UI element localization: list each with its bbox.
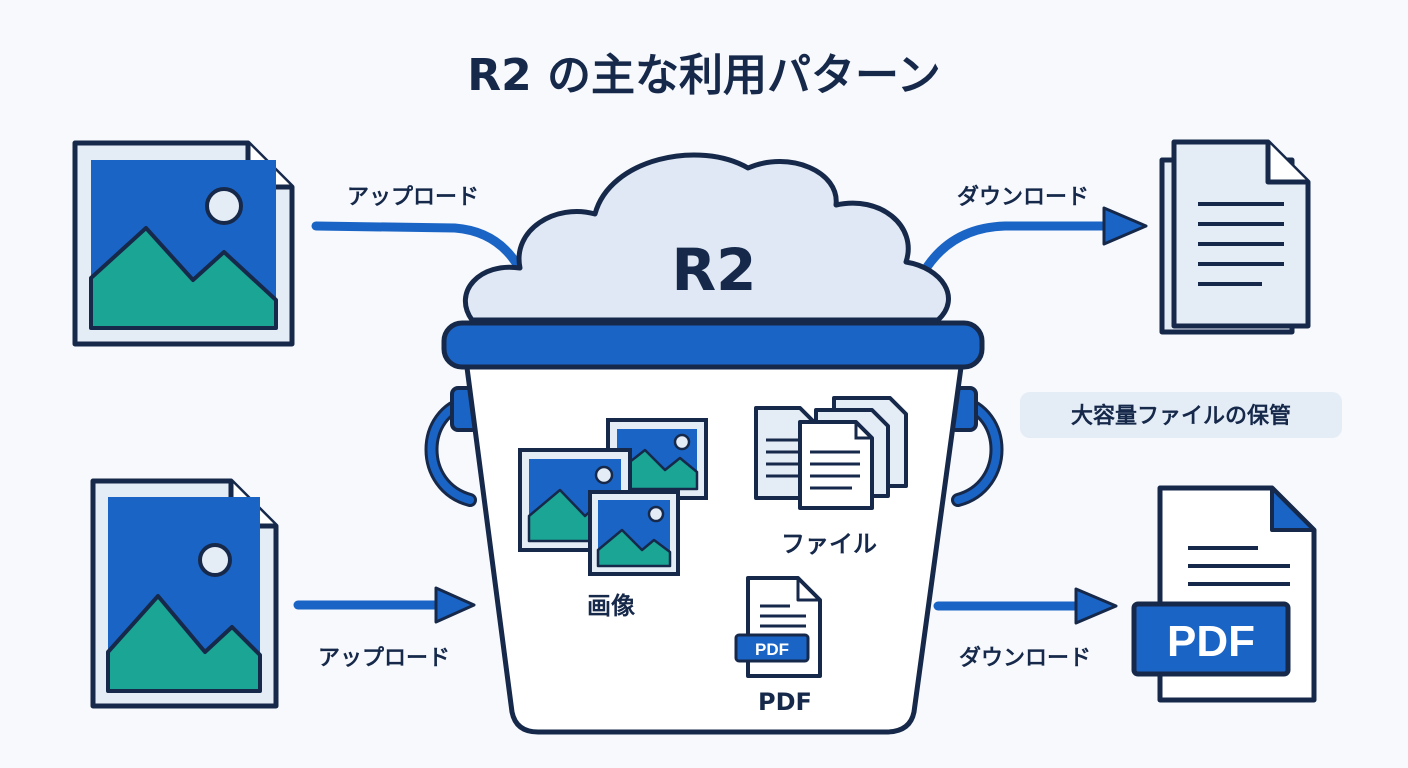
pdf-label: PDF <box>758 688 812 716</box>
upload-label-top: アップロード <box>347 185 479 210</box>
pdf-badge-large: PDF <box>1167 617 1255 666</box>
page-title: R2 の主な利用パターン <box>467 50 941 101</box>
image-file-icon <box>72 140 295 347</box>
document-stack-icon <box>754 396 908 510</box>
cloud-label: R2 <box>671 236 756 304</box>
image-stack-icon <box>518 418 708 576</box>
large-file-storage-tag: 大容量ファイルの保管 <box>1020 392 1342 438</box>
arrow-icon <box>933 587 1118 625</box>
pdf-file-icon: PDF <box>1131 485 1317 703</box>
files-label: ファイル <box>781 530 877 558</box>
document-stack-icon <box>1159 139 1311 335</box>
bucket-icon <box>424 320 1004 735</box>
large-file-storage-label: 大容量ファイルの保管 <box>1071 403 1291 429</box>
pdf-file-icon: PDF <box>734 576 822 678</box>
upload-label-bottom: アップロード <box>318 646 450 671</box>
cloud-icon: R2 <box>463 152 951 323</box>
download-label-bottom: ダウンロード <box>959 645 1091 671</box>
pdf-badge-small: PDF <box>755 640 789 659</box>
arrow-icon <box>293 586 476 624</box>
download-label-top: ダウンロード <box>957 184 1089 210</box>
image-file-icon <box>90 478 279 709</box>
images-label: 画像 <box>587 592 636 620</box>
